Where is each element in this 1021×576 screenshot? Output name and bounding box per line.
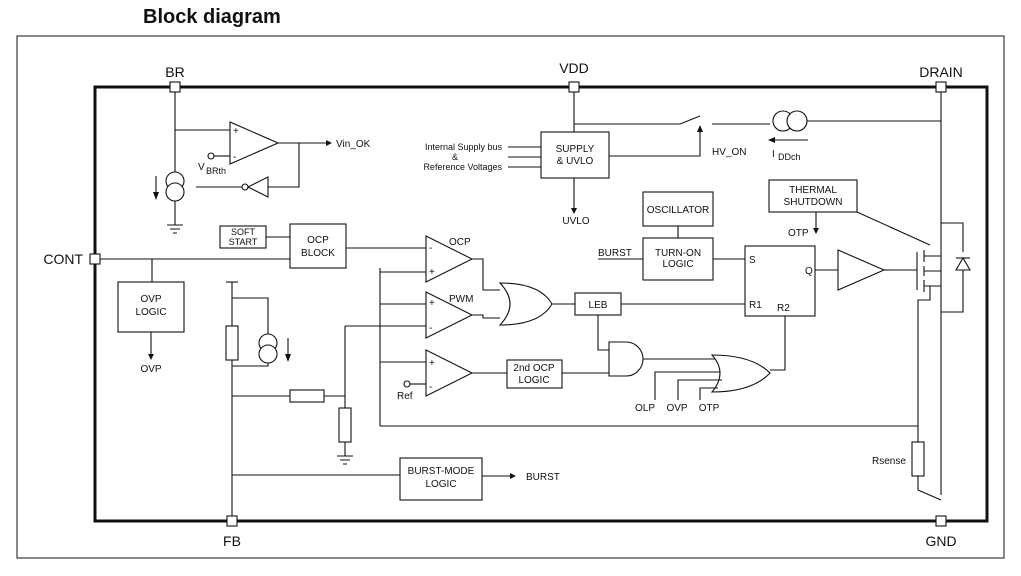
- pwm-comparator: [425, 291, 474, 339]
- svg-text:OVP: OVP: [140, 294, 161, 305]
- svg-text:BURST-MODE: BURST-MODE: [408, 466, 475, 477]
- fb-divider-resistor: [289, 389, 325, 403]
- svg-text:TURN-ON: TURN-ON: [655, 248, 701, 259]
- fb-section: BURST-MODE LOGIC BURST: [225, 281, 560, 516]
- svg-text:& UVLO: & UVLO: [557, 156, 594, 167]
- svg-text:2nd OCP: 2nd OCP: [513, 363, 554, 374]
- fb-pullup-resistor: [225, 325, 239, 361]
- svg-text:Rsense: Rsense: [872, 456, 906, 467]
- svg-text:OTP: OTP: [788, 228, 809, 239]
- svg-text:VDD: VDD: [559, 60, 589, 76]
- supply-section: SUPPLY & UVLO Internal Supply bus & Refe…: [423, 92, 941, 227]
- svg-text:LEB: LEB: [589, 300, 608, 311]
- svg-text:DDch: DDch: [778, 152, 801, 162]
- svg-text:GND: GND: [925, 533, 956, 549]
- svg-text:-: -: [233, 152, 236, 163]
- svg-text:PWM: PWM: [449, 294, 473, 305]
- svg-text:+: +: [429, 298, 435, 309]
- svg-text:S: S: [749, 255, 756, 266]
- ocp-block: [289, 223, 347, 269]
- svg-text:-: -: [429, 243, 432, 254]
- svg-text:CONT: CONT: [43, 251, 83, 267]
- svg-text:HV_ON: HV_ON: [712, 147, 746, 158]
- second-ocp-comparator: [425, 349, 474, 397]
- svg-text:+: +: [429, 358, 435, 369]
- outer-frame: [16, 35, 1005, 559]
- fb-divider-lower-resistor: [338, 407, 352, 443]
- svg-text:V: V: [198, 162, 205, 173]
- ovp-logic-block: [117, 281, 185, 333]
- svg-text:Internal Supply bus: Internal Supply bus: [425, 142, 503, 152]
- ic-boundary: [93, 85, 989, 523]
- or-gate-faults: [710, 354, 771, 393]
- svg-text:I: I: [772, 149, 775, 160]
- second-ocp-logic-block: [506, 359, 563, 389]
- thermal-shutdown-block: [768, 179, 858, 213]
- ocp-comparator: [425, 235, 474, 283]
- svg-text:LOGIC: LOGIC: [135, 307, 166, 318]
- svg-text:Reference Voltages: Reference Voltages: [423, 162, 502, 172]
- svg-text:OTP: OTP: [699, 403, 720, 414]
- svg-text:LOGIC: LOGIC: [662, 259, 693, 270]
- svg-text:-: -: [429, 382, 432, 393]
- burst-mode-logic-block: [399, 457, 483, 501]
- svg-text:START: START: [229, 237, 258, 247]
- rsense-resistor: [911, 441, 925, 477]
- timing-section: OSCILLATOR TURN-ON LOGIC BURST S Q R1 R2: [598, 191, 838, 371]
- svg-text:OLP: OLP: [635, 403, 655, 414]
- thermal-section: THERMAL SHUTDOWN OTP: [768, 179, 931, 246]
- svg-text:+: +: [429, 267, 435, 278]
- supply-uvlo-block: [540, 131, 610, 179]
- power-mosfet-section: Rsense: [380, 92, 971, 501]
- svg-text:LOGIC: LOGIC: [425, 479, 456, 490]
- svg-text:R2: R2: [777, 303, 790, 314]
- svg-text:FB: FB: [223, 533, 241, 549]
- comparators: - + OCP + - PWM + - Ref: [345, 235, 507, 426]
- brownout-comparator: [229, 121, 280, 165]
- cont-section: SOFT START OCP BLOCK OVP LOGIC OVP: [100, 223, 426, 375]
- svg-text:OCP: OCP: [307, 235, 329, 246]
- svg-text:BURST: BURST: [526, 472, 560, 483]
- svg-text:OSCILLATOR: OSCILLATOR: [647, 205, 709, 216]
- svg-text:OVP: OVP: [140, 364, 161, 375]
- svg-text:BLOCK: BLOCK: [301, 248, 335, 259]
- svg-text:BRth: BRth: [206, 166, 226, 176]
- logic-gates: LEB 2nd OCP LOGIC OLP OVP OTP: [498, 282, 771, 414]
- sr-flipflop: [744, 245, 816, 317]
- svg-text:SOFT: SOFT: [231, 227, 256, 237]
- svg-text:&: &: [452, 152, 458, 162]
- svg-text:-: -: [429, 323, 432, 334]
- svg-text:Q: Q: [805, 266, 813, 277]
- svg-text:SHUTDOWN: SHUTDOWN: [784, 197, 843, 208]
- svg-text:OCP: OCP: [449, 237, 471, 248]
- gate-driver: [837, 249, 886, 291]
- svg-text:LOGIC: LOGIC: [518, 375, 549, 386]
- and-gate: [608, 341, 644, 377]
- svg-text:SUPPLY: SUPPLY: [556, 144, 595, 155]
- svg-text:Vin_OK: Vin_OK: [336, 139, 371, 150]
- svg-text:DRAIN: DRAIN: [919, 64, 963, 80]
- or-gate-ocp-pwm: [498, 282, 553, 326]
- svg-text:BURST: BURST: [598, 248, 632, 259]
- svg-text:+: +: [233, 126, 239, 137]
- svg-text:Ref: Ref: [397, 391, 413, 402]
- pin-gnd: GND: [925, 515, 957, 549]
- svg-text:UVLO: UVLO: [562, 216, 589, 227]
- svg-text:R1: R1: [749, 300, 762, 311]
- page-title: Block diagram: [143, 6, 281, 28]
- svg-text:THERMAL: THERMAL: [789, 185, 837, 196]
- svg-text:BR: BR: [165, 64, 184, 80]
- br-section: + - Vin_OK V BRth: [153, 92, 371, 234]
- svg-text:OVP: OVP: [666, 403, 687, 414]
- pin-cont: CONT: [43, 251, 101, 267]
